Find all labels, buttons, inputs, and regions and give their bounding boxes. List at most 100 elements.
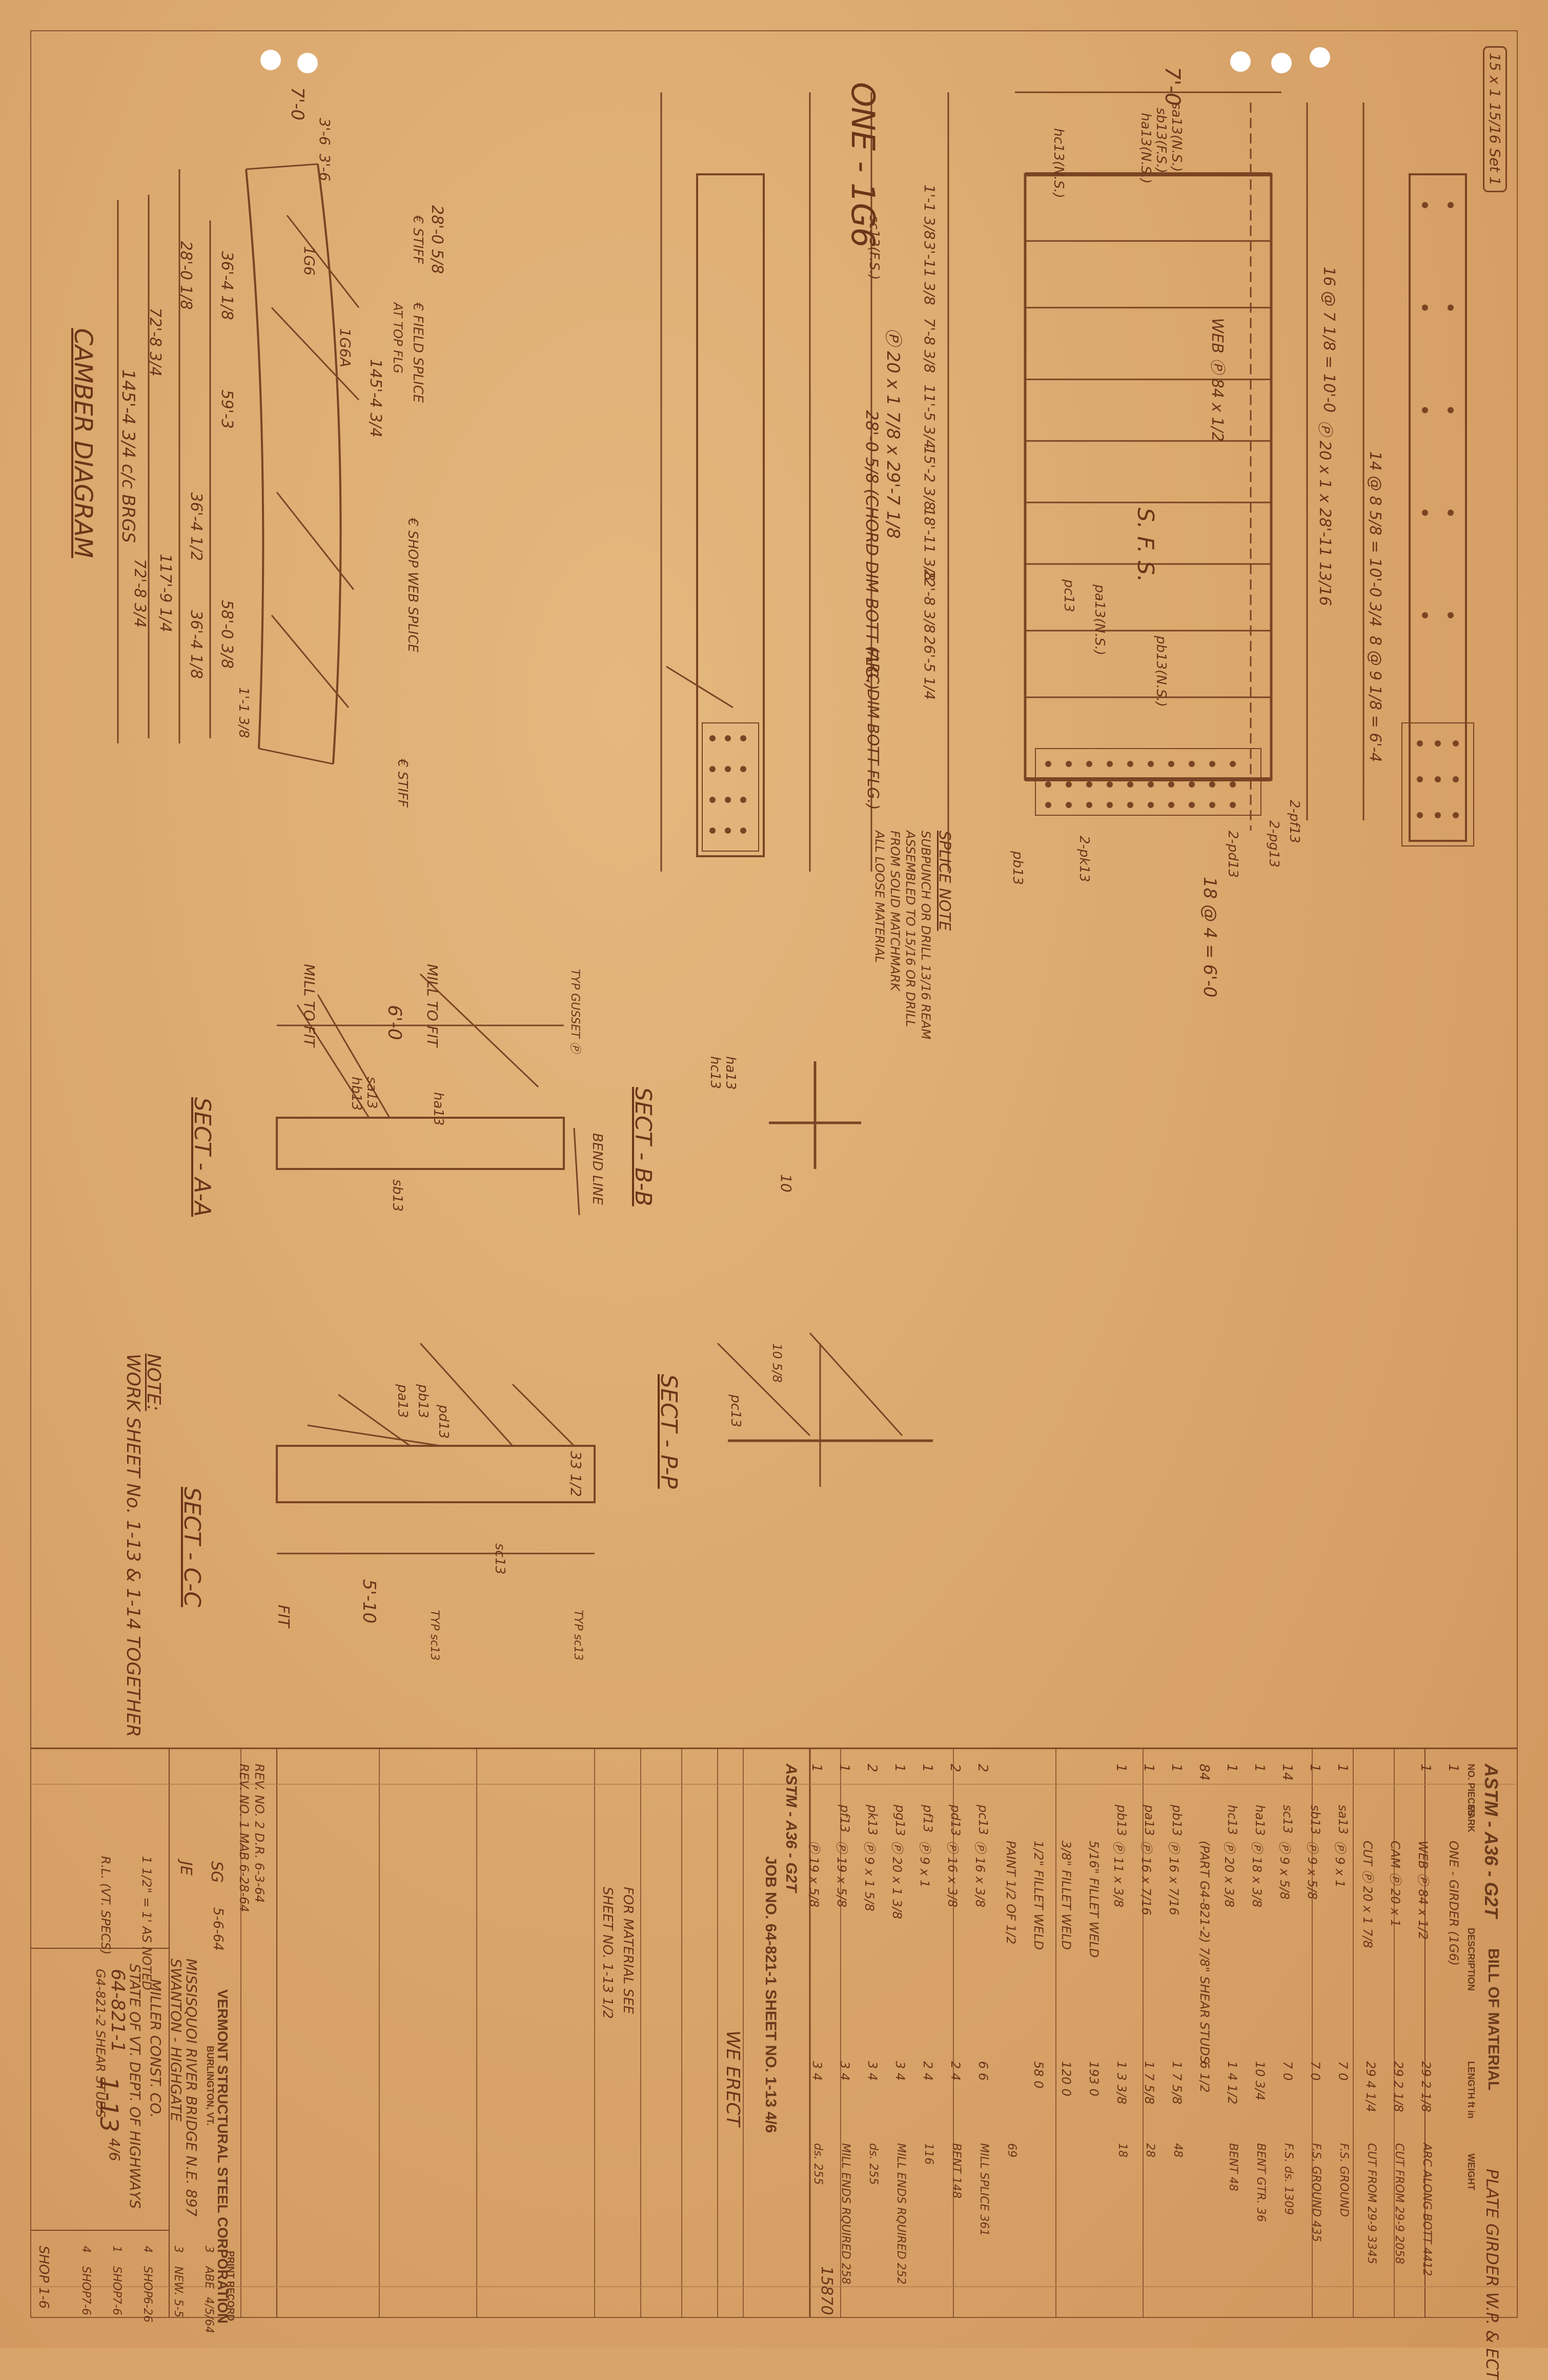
sfs-label: S. F. S. (1132, 508, 1158, 582)
bom-header: WEIGHT (1466, 2153, 1476, 2190)
plate-callout: pb13(N.S.) (1153, 636, 1169, 707)
section-label: hb13 (349, 1077, 364, 1111)
bom-cell-desc: Ⓟ 16 x 3/8 (945, 1841, 960, 1908)
bom-cell-no: 1 (837, 1764, 852, 1772)
bom-cell-wt: MILL SPLICE 361 (977, 2143, 990, 2236)
bom-total: 15870 (818, 2266, 836, 2315)
bom-cell-len: 3 4 (838, 2061, 852, 2081)
bom-cell-mark: pd13 (948, 1805, 963, 1837)
plate-callout: pb13 (1010, 851, 1025, 885)
camber-dim: 1'-1 3/8 (236, 687, 251, 738)
bom-spec-mid: ASTM - A36 - G2T (783, 1764, 800, 1892)
bom-cell-desc: Ⓟ 16 x 7/16 (1167, 1841, 1181, 1915)
bom-cell-len: 6 1/2 (1197, 2061, 1212, 2093)
section-label: 33 1/2 (567, 1451, 584, 1497)
company-city: BURLINGTON, VT. (205, 2046, 215, 2126)
bom-cell-desc: CUT Ⓟ 20 x 1 7/8 (1360, 1841, 1375, 1948)
camber-label: € STIFF (410, 215, 425, 264)
bom-cell-no: 1 (892, 1764, 907, 1772)
bom-cell-mark: pa13 (1142, 1805, 1156, 1836)
print-record-date: 7-6 (79, 2297, 92, 2315)
section-label: FIT (274, 1605, 292, 1628)
plate-callout: 2-pf13 (1287, 800, 1302, 843)
bom-cell-desc: CAM Ⓟ 20 x 1 (1388, 1841, 1402, 1927)
bom-header: LENGTH ft in (1466, 2061, 1476, 2119)
section-label: TYP GUSSET Ⓟ (568, 969, 581, 1053)
bom-cell-no: 1 (1307, 1764, 1322, 1772)
bom-cell-no: 1 (920, 1764, 935, 1772)
camber-dim: 72'-8 3/4 (131, 559, 149, 628)
bom-cell-len: 29 4 1/4 (1363, 2061, 1378, 2112)
bom-cell-desc: Ⓟ 19 x 5/8 (807, 1841, 821, 1908)
camber-label: € SHOP WEB SPLICE (405, 518, 420, 653)
section-label: ha13 (431, 1092, 446, 1126)
print-record-date: 4/5/64 (202, 2297, 215, 2333)
camber-label: 1G6A (337, 328, 354, 368)
bom-cell-len: 7 0 (1308, 2061, 1322, 2081)
sheet-tab: 15 x 1 15/16 Set 1 (1483, 46, 1507, 192)
bom-cell-no: 1 (1169, 1764, 1184, 1772)
punch-hole (1271, 53, 1292, 73)
flange-label: 18 @ 4 = 6'-0 (1199, 877, 1220, 998)
project: MISSISQUOI RIVER BRIDGE N.E. 897 (183, 1959, 200, 2217)
camber-dim: 36'-4 1/8 (218, 251, 236, 320)
extra-ref: G4-821-2 SHEAR STUDS (93, 1969, 108, 2118)
plate-callout: sc13(F.S.) (866, 215, 882, 280)
bom-cell-wt: ds. 255 (867, 2143, 880, 2185)
bom-cell-len: 29 2 1/8 (1391, 2061, 1406, 2112)
section-label: ha13 (723, 1056, 738, 1090)
bom-cell-no: 2 (864, 1764, 880, 1772)
flange-label: Ⓟ 20 x 1 7/8 x 29'-7 1/8 (883, 328, 903, 539)
chord-dim: 15'-2 3/8 (921, 446, 938, 511)
bom-cell-no: 1 (1141, 1764, 1156, 1772)
bom-cell-mark: pf13 (921, 1805, 935, 1833)
section-label: sa13 (364, 1077, 379, 1109)
bom-cell-len: 2 4 (948, 2061, 963, 2081)
bom-cell-len: 193 0 (1087, 2061, 1101, 2096)
splice-note-line: FROM SOLID MATCHMARK (888, 831, 902, 991)
section-label: BEND LINE (589, 1133, 605, 1205)
section-label: pc13 (728, 1395, 743, 1427)
bom-cell-wt: 18 (1116, 2143, 1129, 2157)
bom-cell-wt: MILL ENDS RQUIRED 252 (894, 2143, 907, 2285)
bom-cell-desc: Ⓟ 11 x 3/8 (1111, 1841, 1126, 1908)
plate-callout: 2-pg13 (1266, 820, 1281, 868)
architect: STATE OF VT. DEPT. OF HIGHWAYS (127, 1964, 144, 2209)
bom-cell-mark: pc13 (976, 1805, 990, 1835)
section-label: pa13 (395, 1384, 410, 1418)
bom-cell-desc: Ⓟ 19 x 5/8 (834, 1841, 849, 1908)
bom-cell-no: 2 (947, 1764, 963, 1772)
bom-cell-no: 14 (1279, 1764, 1295, 1781)
punch-hole (297, 53, 318, 73)
print-record-no: 1 (110, 2246, 123, 2253)
bom-cell-desc: Ⓟ 9 x 5/8 (1277, 1841, 1292, 1900)
sheet-frac: 4/6 (106, 2138, 123, 2162)
chord-dim: 3'-11 3/8 (921, 241, 938, 306)
section-pp-title: SECT - P-P (656, 1374, 682, 1489)
section-cc-title: SECT - C-C (179, 1487, 205, 1607)
bom-cell-mark: pb13 (1114, 1805, 1129, 1837)
bom-cell-len: 58 0 (1031, 2061, 1046, 2089)
bom-cell-len: 6 6 (976, 2061, 990, 2081)
camber-dim: 7'-0 (287, 87, 308, 120)
section-label: pb13 (415, 1384, 431, 1419)
bom-cell-mark: ha13 (1253, 1805, 1267, 1836)
splice-note-title: SPLICE NOTE (935, 831, 953, 931)
bom-cell-no: 84 (1196, 1764, 1212, 1781)
bom-cell-desc: Ⓟ 9 x 1 5/8 (862, 1841, 877, 1911)
bom-for-material: FOR MATERIAL SEE (620, 1887, 636, 2014)
section-label: pd13 (436, 1405, 451, 1439)
bom-cell-desc: 5/16" FILLET WELD (1087, 1841, 1101, 1958)
camber-dim: 36'-4 1/8 (187, 610, 205, 679)
bom-cell-len: 3 4 (810, 2061, 824, 2081)
camber-label: € FIELD SPLICE (410, 302, 425, 403)
bom-job-line: JOB NO. 64-821-1 SHEET NO. 1-13 4/6 (762, 1856, 779, 2133)
print-record-for: ABE (202, 2266, 215, 2289)
bom-cell-mark: pk13 (865, 1805, 880, 1836)
camber-dim: 145'-4 3/4 c/c BRGS (118, 369, 138, 543)
print-record-for: NEW. 5-5 (172, 2266, 185, 2318)
bom-cell-len: 120 0 (1059, 2061, 1073, 2096)
chord-dim: 7'-8 3/8 (921, 318, 938, 373)
bom-cell-no: 1 (1445, 1764, 1461, 1772)
